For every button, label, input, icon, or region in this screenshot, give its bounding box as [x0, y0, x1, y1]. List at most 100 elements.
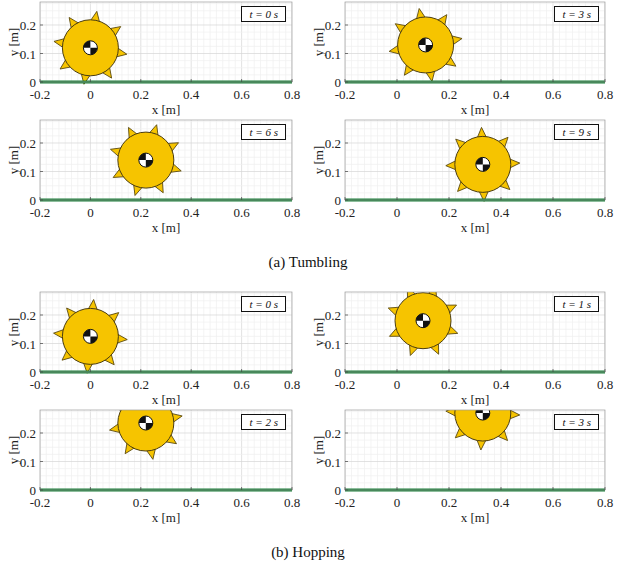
tick-mark	[40, 315, 43, 316]
tick-mark	[40, 171, 43, 172]
x-tick-label: 0.2	[441, 378, 457, 391]
y-tick-label: 0.2	[20, 137, 36, 150]
grid-line	[191, 120, 192, 200]
grid-line	[553, 292, 554, 372]
tick-mark	[292, 79, 293, 82]
com-symbol	[83, 329, 90, 336]
grid-line	[203, 120, 204, 200]
grid-line	[397, 120, 398, 200]
com-symbol	[483, 164, 490, 171]
grid-line	[222, 2, 223, 82]
tick-mark	[501, 79, 502, 82]
grid-line	[46, 410, 47, 490]
tick-mark	[605, 197, 606, 200]
x-tick-label: 0.6	[233, 496, 249, 509]
grid-line	[533, 292, 534, 372]
tick-mark	[191, 79, 192, 82]
grid-line	[109, 410, 110, 490]
y-tick-label: 0.2	[325, 137, 341, 150]
x-tick-label: -0.2	[335, 206, 356, 219]
grid-line	[553, 2, 554, 82]
tick-mark	[40, 197, 41, 200]
y-tick-label: 0	[335, 76, 342, 89]
grid-line	[178, 2, 179, 82]
grid-line	[46, 2, 47, 82]
grid-line	[84, 120, 85, 200]
grid-line	[527, 2, 528, 82]
grid-line	[345, 74, 605, 75]
time-label: t = 6 s	[249, 126, 278, 138]
tick-mark	[449, 79, 450, 82]
plot-content	[345, 292, 605, 372]
x-tick-label: -0.2	[335, 378, 356, 391]
tick-mark	[345, 461, 348, 462]
x-tick-label: -0.2	[30, 88, 51, 101]
x-tick-label: 0.6	[545, 378, 561, 391]
robot-shell	[398, 17, 454, 73]
grid-line	[216, 2, 217, 82]
grid-line	[462, 2, 463, 82]
grid-line	[153, 292, 154, 372]
grid-line	[481, 2, 482, 82]
subfigure-caption: (a) Tumbling	[269, 255, 348, 270]
tick-mark	[345, 79, 346, 82]
x-tick-label: 0.2	[133, 206, 149, 219]
tick-mark	[345, 25, 348, 26]
grid-line	[52, 2, 53, 82]
com-symbol	[139, 153, 153, 167]
y-tick-label: 0	[335, 194, 342, 207]
robot-body	[389, 9, 462, 82]
grid-line	[416, 120, 417, 200]
x-tick-label: 0.6	[233, 206, 249, 219]
grid-line	[203, 292, 204, 372]
x-tick-label: 0	[394, 206, 401, 219]
y-tick-label: 0.2	[20, 309, 36, 322]
grid-line	[514, 2, 515, 82]
grid-line	[90, 410, 91, 490]
com-symbol	[90, 336, 97, 343]
grid-line	[377, 410, 378, 490]
x-tick-label: -0.2	[335, 496, 356, 509]
tick-mark	[449, 197, 450, 200]
y-tick-label: 0.2	[20, 19, 36, 32]
grid-line	[371, 410, 372, 490]
com-symbol	[476, 410, 483, 413]
tick-mark	[191, 197, 192, 200]
grid-line	[77, 410, 78, 490]
tick-mark	[345, 369, 346, 372]
y-tick-label: 0.1	[325, 455, 341, 468]
grid-line	[84, 410, 85, 490]
grid-line	[147, 292, 148, 372]
time-box: t = 1 s	[554, 296, 599, 312]
x-tick-label: 0.8	[284, 378, 300, 391]
grid-line	[527, 410, 528, 490]
grid-line	[410, 410, 411, 490]
grid-line	[103, 120, 104, 200]
tick-mark	[90, 487, 91, 490]
plot-content	[40, 410, 292, 490]
grid-line	[533, 410, 534, 490]
x-tick-label: 0.8	[597, 206, 613, 219]
tick-mark	[605, 369, 606, 372]
grid-line	[436, 120, 437, 200]
grid-line	[553, 410, 554, 490]
grid-line	[546, 292, 547, 372]
x-tick-label: 0.4	[183, 88, 199, 101]
grid-line	[71, 120, 72, 200]
axis-label: y [m]	[312, 436, 325, 465]
grid-line	[178, 120, 179, 200]
y-tick-label: 0.1	[20, 455, 36, 468]
grid-line	[128, 292, 129, 372]
grid-line	[77, 120, 78, 200]
plot-axes	[345, 376, 605, 490]
grid-line	[40, 364, 292, 365]
grid-line	[345, 39, 605, 40]
grid-line	[488, 2, 489, 82]
grid-line	[345, 192, 605, 193]
plot-axes	[345, 0, 605, 82]
plot-axes	[345, 286, 605, 372]
axis-label: y [m]	[312, 28, 325, 57]
grid-line	[384, 2, 385, 82]
y-tick-label: 0.1	[20, 165, 36, 178]
